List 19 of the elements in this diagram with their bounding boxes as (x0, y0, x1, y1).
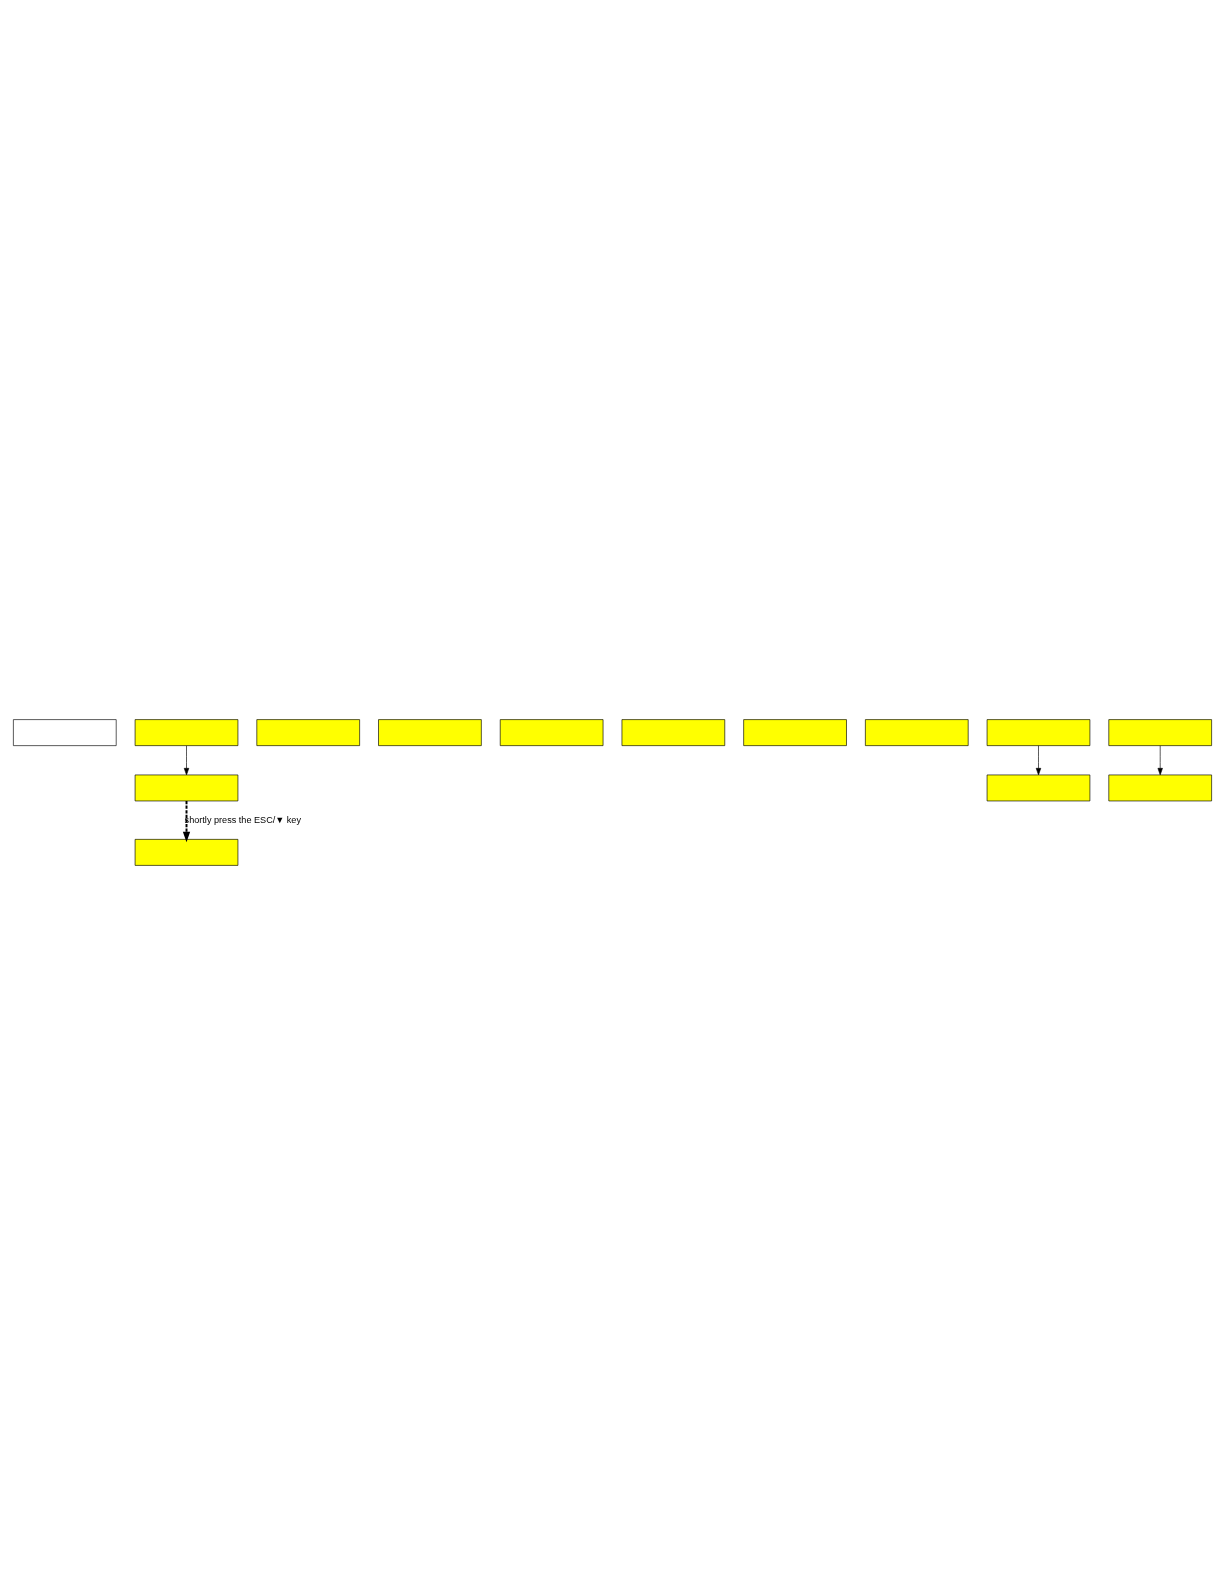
node-box (865, 719, 969, 746)
node-box (743, 719, 847, 746)
arrow (183, 745, 190, 776)
node-box (378, 719, 482, 746)
node-box (1108, 719, 1212, 746)
node-box (986, 719, 1091, 746)
edge-label: shortly press the ESC/▼ key (184, 814, 301, 825)
node-box (621, 719, 726, 746)
node-box (134, 839, 239, 866)
node-box (13, 719, 117, 746)
arrow (1035, 745, 1042, 776)
node-box (1108, 774, 1212, 802)
node-box (256, 719, 360, 746)
node-box (134, 719, 239, 746)
arrow (182, 800, 191, 843)
node-box (499, 719, 604, 746)
node-box (134, 774, 239, 802)
arrow (1157, 745, 1163, 776)
node-box (986, 774, 1091, 802)
